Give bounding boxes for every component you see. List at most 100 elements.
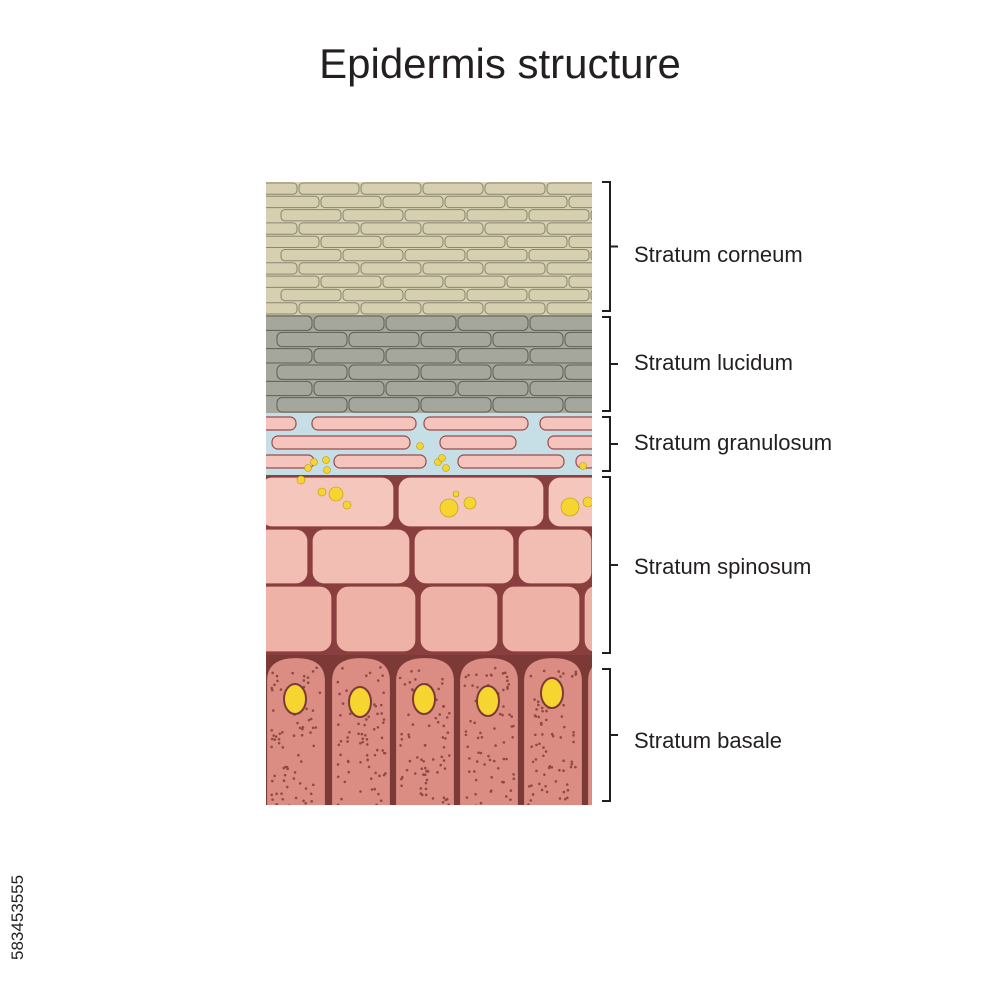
cytoplasm-speckle [560, 715, 564, 718]
cytoplasm-speckle [442, 796, 446, 799]
cytoplasm-speckle [277, 737, 281, 741]
cytoplasm-speckle [297, 753, 300, 757]
cytoplasm-speckle [540, 723, 543, 726]
cytoplasm-speckle [496, 766, 500, 770]
cytoplasm-speckle [416, 756, 419, 759]
cytoplasm-speckle [280, 792, 283, 795]
cytoplasm-speckle [535, 769, 538, 773]
cytoplasm-speckle [562, 790, 566, 794]
cytoplasm-speckle [366, 758, 369, 762]
cytoplasm-speckle [504, 795, 508, 798]
cytoplasm-speckle [341, 702, 345, 705]
cytoplasm-speckle [562, 672, 565, 675]
corneum-cell [528, 249, 590, 262]
corneum-cell [404, 249, 466, 262]
cytoplasm-speckle [485, 674, 489, 677]
corneum-cell [266, 235, 320, 248]
basal-nucleus [283, 683, 307, 715]
cytoplasm-speckle [622, 667, 625, 670]
cytoplasm-speckle [596, 689, 599, 692]
cytoplasm-speckle [301, 727, 304, 731]
cytoplasm-speckle [424, 793, 428, 797]
cytoplasm-speckle [637, 787, 640, 790]
corneum-cell [590, 290, 592, 301]
cytoplasm-speckle [512, 724, 515, 728]
cytoplasm-speckle [422, 773, 425, 776]
stock-id-text: 583453555 [8, 874, 27, 960]
cytoplasm-speckle [558, 768, 561, 772]
corneum-cell [298, 182, 360, 195]
cytoplasm-speckle [625, 692, 628, 695]
cytoplasm-speckle [613, 674, 616, 677]
keratohyalin-granule [304, 464, 312, 472]
cytoplasm-speckle [420, 767, 424, 771]
lamellar-granule [452, 490, 460, 498]
cytoplasm-speckle [365, 753, 369, 757]
corneum-cell [280, 288, 342, 302]
corneum-cell [568, 275, 592, 288]
stratum-granulosum-layer [266, 413, 592, 475]
lamellar-granule [463, 496, 477, 510]
granulosum-cell [439, 435, 517, 450]
lucidum-cell [276, 364, 348, 380]
cytoplasm-speckle [625, 724, 628, 727]
cytoplasm-speckle [379, 703, 383, 707]
lucidum-cell [348, 364, 420, 380]
corneum-cell [568, 235, 592, 248]
cytoplasm-speckle [271, 709, 275, 712]
lucidum-cell [420, 397, 492, 413]
cytoplasm-speckle [542, 669, 546, 673]
cytoplasm-speckle [302, 679, 306, 682]
cytoplasm-speckle [640, 773, 643, 776]
corneum-cell [382, 235, 444, 248]
cytoplasm-speckle [544, 750, 548, 753]
cytoplasm-speckle [282, 779, 286, 783]
lucidum-cell [348, 331, 420, 348]
cytoplasm-speckle [541, 709, 544, 713]
cytoplasm-speckle [293, 771, 297, 774]
cytoplasm-speckle [376, 679, 380, 682]
cytoplasm-speckle [537, 703, 540, 707]
corneum-cell [404, 288, 466, 302]
cytoplasm-speckle [512, 773, 515, 776]
cytoplasm-speckle [336, 803, 340, 805]
cytoplasm-speckle [608, 802, 611, 805]
cytoplasm-speckle [278, 732, 282, 736]
cytoplasm-speckle [275, 792, 278, 796]
layer-bracket [602, 476, 618, 654]
cytoplasm-speckle [630, 781, 633, 784]
cytoplasm-speckle [423, 744, 427, 747]
cytoplasm-speckle [551, 734, 555, 738]
cytoplasm-speckle [569, 765, 573, 769]
corneum-cell [342, 209, 404, 222]
lucidum-cell [313, 380, 385, 397]
cytoplasm-speckle [448, 754, 451, 757]
stratum-corneum-layer [266, 182, 592, 315]
basal-cell [521, 655, 585, 805]
cytoplasm-speckle [306, 681, 310, 685]
cytoplasm-speckle [367, 715, 370, 719]
cytoplasm-speckle [601, 722, 604, 725]
cytoplasm-speckle [407, 733, 410, 736]
corneum-cell [320, 195, 382, 209]
cytoplasm-speckle [347, 770, 351, 774]
spinosum-cell [266, 585, 333, 653]
cytoplasm-speckle [542, 746, 545, 749]
cytoplasm-speckle [283, 773, 287, 777]
cytoplasm-speckle [400, 737, 404, 741]
cytoplasm-speckle [473, 721, 476, 725]
cytoplasm-speckle [632, 672, 635, 675]
cytoplasm-speckle [572, 734, 575, 737]
lucidum-cell [276, 331, 348, 348]
cytoplasm-speckle [550, 732, 554, 736]
cytoplasm-speckle [487, 754, 490, 758]
cytoplasm-speckle [383, 751, 387, 755]
cytoplasm-speckle [476, 685, 479, 689]
corneum-cell [266, 222, 298, 235]
cytoplasm-speckle [439, 763, 443, 767]
cytoplasm-speckle [448, 711, 451, 715]
cytoplasm-speckle [339, 714, 342, 717]
basal-nucleus [605, 685, 627, 715]
cytoplasm-speckle [635, 706, 638, 709]
cytoplasm-speckle [403, 683, 407, 686]
